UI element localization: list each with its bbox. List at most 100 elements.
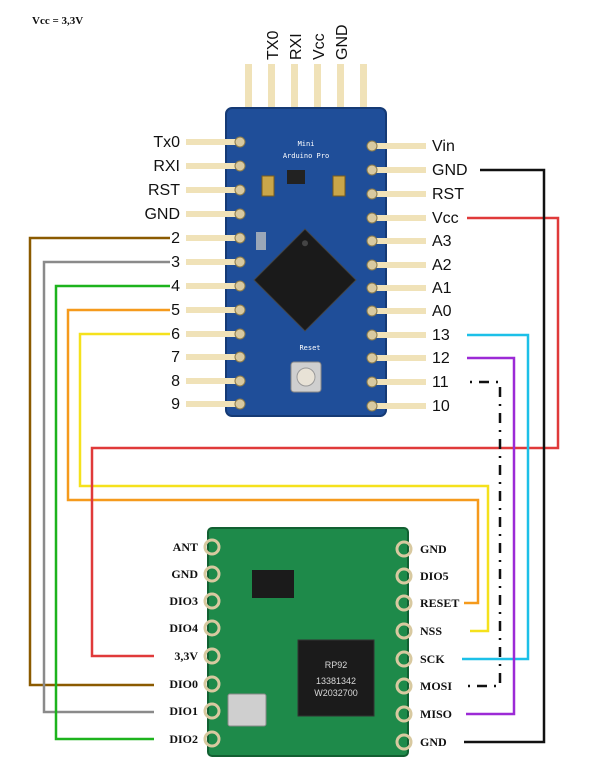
arduino-left-pin-6 (186, 331, 242, 337)
arduino-right-label-13-8: 13 (432, 327, 450, 344)
arduino-right-pad-13-8 (366, 329, 378, 341)
arduino-right-pin-11-10 (370, 379, 426, 385)
arduino-left-label-2: 2 (171, 230, 180, 247)
rfm-left-pad-gnd (203, 565, 221, 583)
arduino-right-pad-a3-4 (366, 235, 378, 247)
top-label-rxi: RXI (288, 33, 305, 60)
arduino-right-pin-a0-7 (370, 308, 426, 314)
reset-button-cap (296, 367, 316, 387)
arduino-left-pad-rxi (234, 160, 246, 172)
arduino-left-label-8: 8 (171, 373, 180, 390)
wire-6-to-nss (78, 332, 490, 633)
wire-11-to-mosi (468, 380, 502, 688)
arduino-left-pad-7 (234, 351, 246, 363)
arduino-left-pin-rst (186, 187, 242, 193)
top-label-gnd: GND (334, 24, 351, 60)
arduino-top-labels: TX0 RXI Vcc GND (265, 24, 351, 60)
arduino-right-pin-vcc-3 (370, 215, 426, 221)
arduino-name-2: Arduino Pro (283, 152, 329, 160)
top-pin-gnd (337, 64, 344, 122)
rfm-right-pad-sck-4 (395, 650, 413, 668)
top-pin-tx0 (268, 64, 275, 122)
rfm-right-label-dio5-1: DIO5 (420, 569, 449, 583)
rfm-main-chip (297, 639, 375, 717)
arduino-left-pin-tx0 (186, 139, 242, 145)
arduino-left-label-tx0: Tx0 (153, 134, 180, 151)
arduino-right-label-a3-4: A3 (432, 233, 452, 250)
arduino-left-pin-gnd (186, 211, 242, 217)
arduino-left-pad-6 (234, 328, 246, 340)
arduino-left-label-rxi: RXI (153, 158, 180, 175)
top-label-tx0: TX0 (265, 31, 282, 60)
arduino-right-pad-a1-6 (366, 282, 378, 294)
top-pin-vcc (314, 64, 321, 122)
arduino-left-pad-9 (234, 398, 246, 410)
arduino-left-pad-2 (234, 232, 246, 244)
rfm-module-board: RP92 13381342 W2032700 (207, 527, 409, 757)
arduino-left-pin-7 (186, 354, 242, 360)
arduino-left-pin-8 (186, 378, 242, 384)
arduino-right-label-rst-2: RST (432, 186, 464, 203)
wire-4-to-dio2 (54, 284, 170, 741)
arduino-left-label-6: 6 (171, 326, 180, 343)
arduino-right-label-12-9: 12 (432, 350, 450, 367)
rfm-left-label-gnd: GND (171, 567, 198, 581)
rfm-right-label-gnd-0: GND (420, 542, 447, 556)
wire-3-to-dio1 (42, 260, 170, 714)
rfm-chip-line2: 13381342 (316, 676, 356, 686)
capacitor-right (332, 175, 346, 197)
arduino-left-pad-5 (234, 304, 246, 316)
arduino-left-pin-9 (186, 401, 242, 407)
wires (28, 168, 560, 744)
arduino-left-pad-8 (234, 375, 246, 387)
arduino-left-label-4: 4 (171, 278, 180, 295)
arduino-right-pin-a3-4 (370, 238, 426, 244)
arduino-top-pins (245, 64, 367, 122)
arduino-right-pad-vin-0 (366, 140, 378, 152)
rfm-right-label-nss-3: NSS (420, 624, 442, 638)
arduino-right-pin-a1-6 (370, 285, 426, 291)
arduino-left-pin-2 (186, 235, 242, 241)
arduino-right-pad-11-10 (366, 376, 378, 388)
arduino-right-pad-gnd-1 (366, 164, 378, 176)
rfm-right-label-reset-2: RESET (420, 596, 459, 610)
rfm-left-label-ant: ANT (173, 540, 198, 554)
arduino-right-pad-vcc-3 (366, 212, 378, 224)
arduino-left-label-rst: RST (148, 182, 180, 199)
arduino-right-pad-a0-7 (366, 305, 378, 317)
arduino-pro-mini-board: Mini Arduino Pro Reset (225, 107, 387, 417)
arduino-left-label-gnd: GND (144, 206, 180, 223)
arduino-right-label-11-10: 11 (432, 374, 449, 391)
arduino-left-label-3: 3 (171, 254, 180, 271)
rfm-chip-line3: W2032700 (314, 688, 358, 698)
rfm-right-pad-gnd-0 (395, 540, 413, 558)
rfm-right-label-miso-6: MISO (420, 707, 452, 721)
arduino-right-label-gnd-1: GND (432, 162, 468, 179)
arduino-left-pin-5 (186, 307, 242, 313)
rfm-right-pad-miso-6 (395, 705, 413, 723)
arduino-right-label-10-11: 10 (432, 398, 450, 415)
mcu-chip (253, 228, 357, 332)
arduino-right-label-vcc-3: Vcc (432, 210, 459, 227)
rfm-right-pad-reset-2 (395, 594, 413, 612)
arduino-right-pad-rst-2 (366, 188, 378, 200)
top-pin-blk (360, 64, 367, 122)
arduino-right-label-a1-6: A1 (432, 280, 452, 297)
rfm-left-label-3-3v: 3,3V (174, 649, 198, 663)
arduino-left-pin-3 (186, 259, 242, 265)
arduino-left-label-5: 5 (171, 302, 180, 319)
arduino-left-pad-rst (234, 184, 246, 196)
rfm-left-label-dio1: DIO1 (169, 704, 198, 718)
arduino-left-label-7: 7 (171, 349, 180, 366)
rfm-crystal (227, 693, 267, 727)
arduino-right-pad-a2-5 (366, 259, 378, 271)
arduino-right-pin-gnd-1 (370, 167, 426, 173)
arduino-left-label-9: 9 (171, 396, 180, 413)
arduino-right-label-a0-7: A0 (432, 303, 452, 320)
arduino-right-pad-10-11 (366, 400, 378, 412)
arduino-right-pin-10-11 (370, 403, 426, 409)
